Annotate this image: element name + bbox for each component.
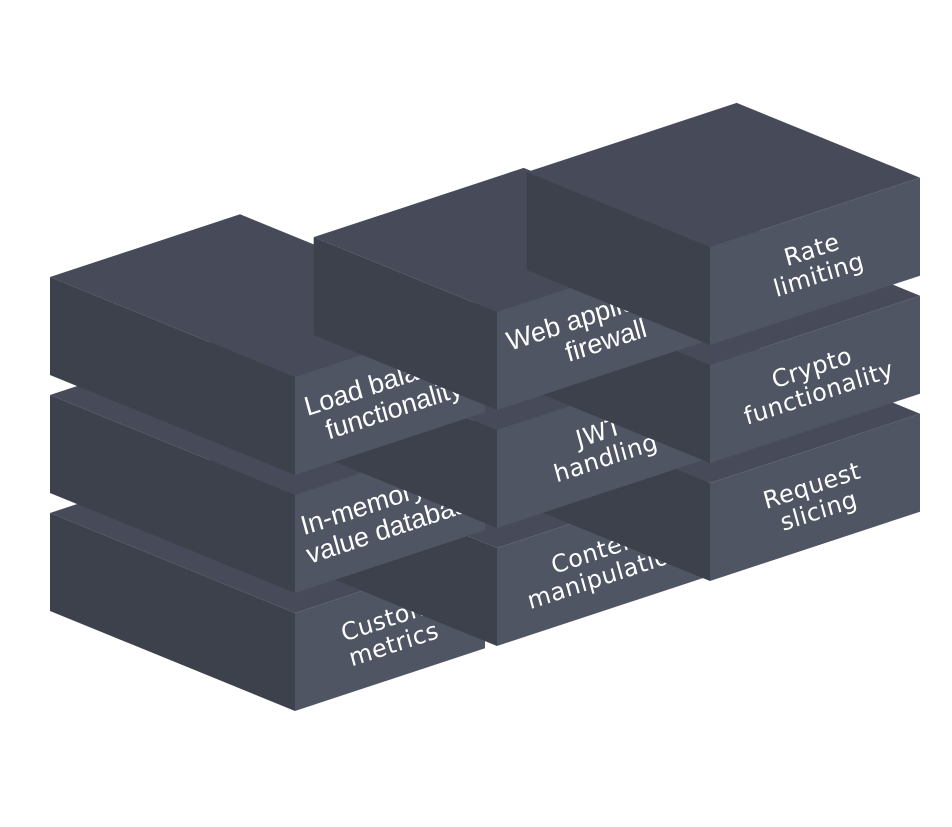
block-side-face [50, 277, 295, 475]
block-rate-limiting: Ratelimiting [526, 102, 920, 345]
block-front-face [710, 295, 920, 463]
block-side-face [50, 513, 295, 711]
blocks-layer: CustommetricsContentmanipulationRequests… [50, 102, 920, 711]
block-side-face [313, 237, 497, 410]
block-side-face [526, 172, 710, 345]
block-front-face [710, 413, 920, 581]
block-side-face [50, 395, 295, 593]
block-top-face [526, 102, 920, 247]
block-front-face [710, 177, 920, 345]
